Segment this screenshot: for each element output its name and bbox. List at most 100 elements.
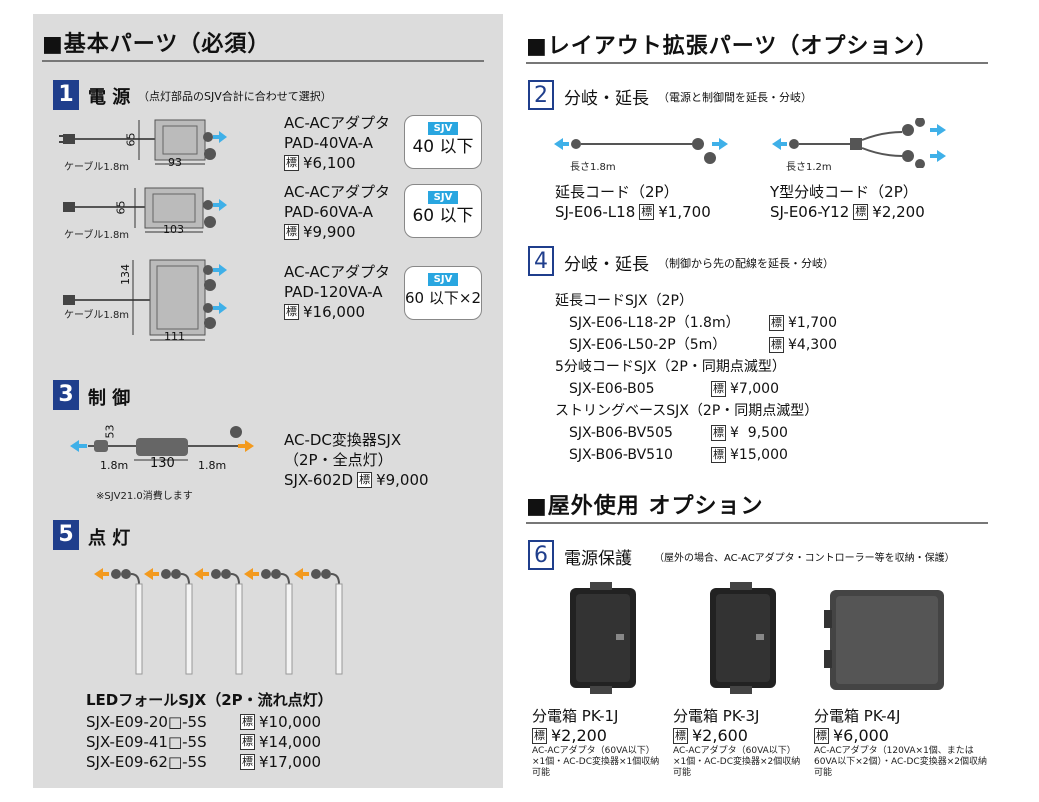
sjv-tag: SJV [427,122,459,135]
extension-cord-drawing [554,118,946,168]
standard-mark: 標 [711,425,726,441]
cable-label: ケーブル1.8m [64,310,130,321]
dim-height: 65 [124,132,138,147]
cable-label: ケーブル1.8m [64,162,130,173]
cable-length-left: 1.8m [100,459,129,472]
product-model: SJX-E06-L18-2P（1.8m） [569,315,740,331]
product-name: 分電箱 PK-4J [814,707,901,725]
product-name: Y型分岐コード（2P） [770,183,918,201]
standard-mark: 標 [639,204,655,220]
adapter-60va-drawing [63,187,227,233]
dim-height: 65 [114,200,128,215]
basic-parts-title: ■基本パーツ（必須） [42,32,271,57]
price: ¥2,200 [872,203,925,221]
product-model: SJ-E06-Y12 [770,203,850,221]
sjv-badge: SJV 60 以下×2 [404,266,482,320]
enclosure-item: 分電箱 PK-3J 標¥2,600 AC-ACアダプタ（60VA以下）×1個・A… [673,706,807,779]
cable-label: ケーブル1.8m [64,230,130,241]
product-model: SJX-E09-41□-5S [86,733,207,751]
branch-heading: 分岐・延長 [564,255,649,275]
standard-mark: 標 [240,734,255,750]
section-number-2: 2 [528,80,554,110]
standard-mark: 標 [711,447,726,463]
adapter-120va-drawing [63,259,227,341]
led-fall-drawing [94,568,343,675]
sjx-cord-list: 延長コードSJX（2P） SJX-E06-L18-2P（1.8m）標¥1,700… [555,290,837,466]
product-description: AC-ACアダプタ（120VA×1個、または60VA以下×2個）・AC-DC変換… [814,746,987,778]
adapter-item: AC-ACアダプタ PAD-40VA-A 標¥6,100 [284,113,390,173]
section-number-5: 5 [53,520,79,550]
dim-height: 53 [103,424,117,439]
standard-mark: 標 [769,315,784,331]
standard-mark: 標 [284,224,299,240]
adapter-drawings [59,119,227,341]
price: ¥9,000 [376,471,429,489]
standard-mark: 標 [240,714,255,730]
cable-length-right: 1.8m [198,459,227,472]
sjv-value: 60 以下 [412,206,474,226]
price: ¥2,600 [692,726,748,745]
divider [526,62,988,64]
price: ¥15,000 [730,447,788,463]
cord-length: 長さ1.8m [570,162,616,173]
standard-mark: 標 [673,728,688,744]
product-model: PAD-40VA-A [284,134,373,152]
product-model: SJX-E09-62□-5S [86,753,207,771]
product-model: PAD-60VA-A [284,203,373,221]
sjv-value: 40 以下 [412,137,474,157]
product-model: SJX-602D [284,471,354,489]
pk-3j-image [710,582,776,694]
product-model: PAD-120VA-A [284,283,383,301]
dim-width: 93 [168,156,182,169]
sjv-badge: SJV 60 以下 [404,184,482,238]
dim-width: 111 [164,330,185,343]
group-heading: 5分岐コードSJX（2P・同期点滅型） [555,359,786,375]
sjv-tag: SJV [427,191,459,204]
product-model: SJX-B06-BV510 [569,447,673,463]
protect-heading: 電源保護 [564,549,632,569]
layout-ext-title: ■レイアウト拡張パーツ（オプション） [526,34,939,59]
price: ¥6,100 [303,154,356,172]
price: ¥7,000 [730,381,779,397]
product-model: SJ-E06-L18 [555,203,636,221]
product-description: AC-ACアダプタ（60VA以下）×1個・AC-DC変換器×2個収納可能 [673,746,801,778]
price: ¥16,000 [303,303,366,321]
dim-width: 130 [150,456,175,471]
price: ¥17,000 [259,753,322,771]
dim-height: 134 [119,264,132,285]
led-fall-unit [94,568,143,675]
product-name: LEDフォールSJX（2P・流れ点灯） [86,691,333,709]
controller-drawing [70,426,254,461]
control-heading: 制 御 [88,388,131,409]
sjv-badge: SJV 40 以下 [404,115,482,169]
power-note: （点灯部品のSJV合計に合わせて選択） [138,90,332,103]
standard-mark: 標 [284,155,299,171]
dim-width: 103 [163,223,184,236]
adapter-item: AC-ACアダプタ PAD-120VA-A 標¥16,000 [284,262,390,322]
protect-note: （屋外の場合、AC-ACアダプタ・コントローラー等を収納・保護） [654,553,955,564]
standard-mark: 標 [284,304,299,320]
price: ¥14,000 [259,733,322,751]
group-heading: 延長コードSJX（2P） [555,293,693,309]
product-name: 分電箱 PK-1J [532,707,619,725]
product-name: 延長コード（2P） [555,183,679,201]
standard-mark: 標 [853,204,869,220]
section-number-4: 4 [528,246,554,276]
price: ¥4,300 [788,337,837,353]
standard-mark: 標 [357,472,373,488]
product-name: 分電箱 PK-3J [673,707,760,725]
group-heading: ストリングベースSJX（2P・同期点滅型） [555,403,819,419]
enclosure-item: 分電箱 PK-1J 標¥2,200 AC-ACアダプタ（60VA以下）×1個・A… [532,706,668,779]
sjv-consumption-note: ※SJV21.0消費します [96,491,193,502]
sjv-value: 60 以下×2 [405,289,481,307]
branch-note: （電源と制御間を延長・分岐） [658,91,812,104]
section-number-1: 1 [53,80,79,110]
product-model: SJX-E06-B05 [569,381,655,397]
product-name: AC-DC変換器SJX [284,431,402,449]
section-number-3: 3 [53,380,79,410]
enclosure-images [570,582,944,694]
outdoor-title: ■屋外使用 オプション [526,494,764,519]
